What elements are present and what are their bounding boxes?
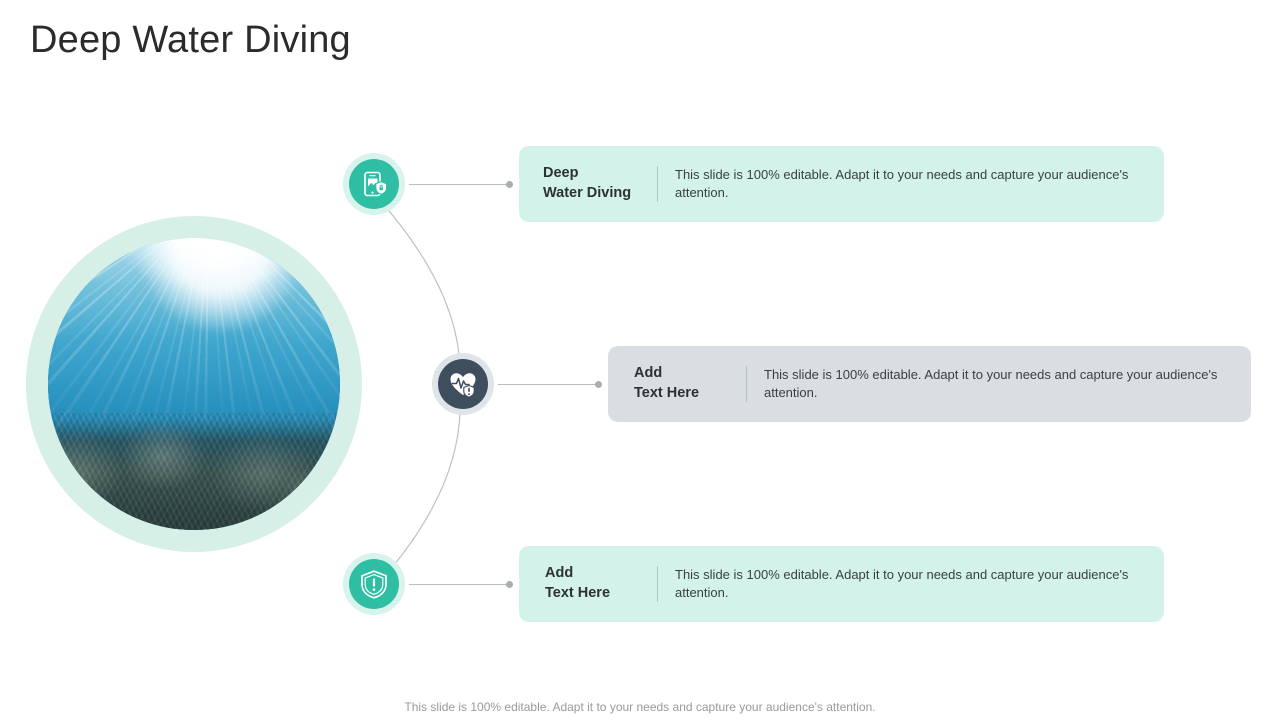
card-1-divider (657, 166, 658, 202)
connector-line-1 (409, 184, 507, 185)
card-2-divider (746, 366, 747, 402)
milestone-icon-2-circle (438, 359, 488, 409)
connector-line-3 (409, 584, 507, 585)
arc-segment-top (377, 197, 461, 369)
underwater-photo (48, 238, 340, 530)
footer-note: This slide is 100% editable. Adapt it to… (404, 700, 876, 714)
milestone-icon-3[interactable] (343, 553, 405, 615)
connector-dot-3 (506, 581, 513, 588)
content-card-2[interactable]: Add Text Here This slide is 100% editabl… (608, 346, 1251, 422)
heart-pulse-alert-icon (450, 373, 476, 398)
card-1-heading: Deep Water Diving (543, 165, 632, 201)
shield-exclamation-icon (361, 570, 387, 599)
mobile-shield-lock-icon (364, 171, 388, 197)
card-3-body: This slide is 100% editable. Adapt it to… (675, 566, 1129, 600)
milestone-icon-3-circle (349, 559, 399, 609)
connector-stub-1 (409, 179, 513, 190)
connector-dot-1 (506, 181, 513, 188)
content-card-1[interactable]: Deep Water Diving This slide is 100% edi… (519, 146, 1164, 222)
card-3-divider (657, 566, 658, 602)
connector-dot-2 (595, 381, 602, 388)
card-2-heading: Add Text Here (634, 365, 700, 401)
connector-stub-3 (409, 579, 513, 590)
connector-line-2 (498, 384, 596, 385)
milestone-icon-1-circle (349, 159, 399, 209)
card-2-body: This slide is 100% editable. Adapt it to… (764, 366, 1218, 400)
card-1-body: This slide is 100% editable. Adapt it to… (675, 166, 1129, 200)
coral-reef-seabed (48, 419, 340, 530)
card-3-heading: Add Text Here (545, 565, 611, 601)
seabed-texture (48, 413, 340, 530)
milestone-icon-2[interactable] (432, 353, 494, 415)
photo-ring (26, 216, 362, 552)
connector-stub-2 (498, 379, 602, 390)
content-card-3[interactable]: Add Text Here This slide is 100% editabl… (519, 546, 1164, 622)
page-title: Deep Water Diving (30, 19, 351, 61)
milestone-icon-1[interactable] (343, 153, 405, 215)
